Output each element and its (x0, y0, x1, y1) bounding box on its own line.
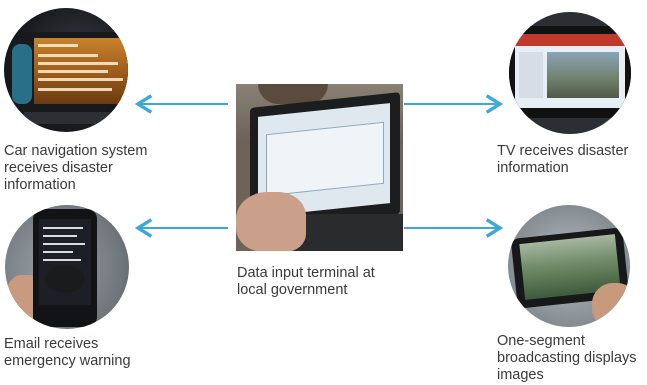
caption-line: emergency warning (4, 353, 131, 369)
one-segment-phone-photo (508, 205, 630, 327)
car-navigation-caption: Car navigation system receives disaster … (4, 143, 147, 194)
email-caption: Email receives emergency warning (4, 336, 131, 370)
email-phone-photo (5, 205, 129, 329)
caption-line: Data input terminal at (237, 265, 375, 281)
tv-caption: TV receives disaster information (497, 143, 628, 177)
caption-line: One-segment (497, 333, 585, 349)
caption-line: Car navigation system (4, 143, 148, 159)
center-caption: Data input terminal at local government (237, 265, 375, 299)
caption-line: information (4, 177, 76, 193)
caption-line: information (497, 160, 569, 176)
caption-line: images (497, 367, 544, 383)
car-navigation-photo (4, 8, 128, 132)
caption-line: broadcasting displays (497, 350, 637, 366)
caption-line: receives disaster (4, 160, 113, 176)
caption-line: local government (237, 282, 348, 298)
caption-line: TV receives disaster (497, 143, 629, 159)
caption-line: Email receives (4, 336, 99, 352)
oneseg-caption: One-segment broadcasting displays images (497, 333, 636, 384)
data-input-terminal-photo (236, 84, 403, 251)
tv-photo (509, 12, 631, 134)
